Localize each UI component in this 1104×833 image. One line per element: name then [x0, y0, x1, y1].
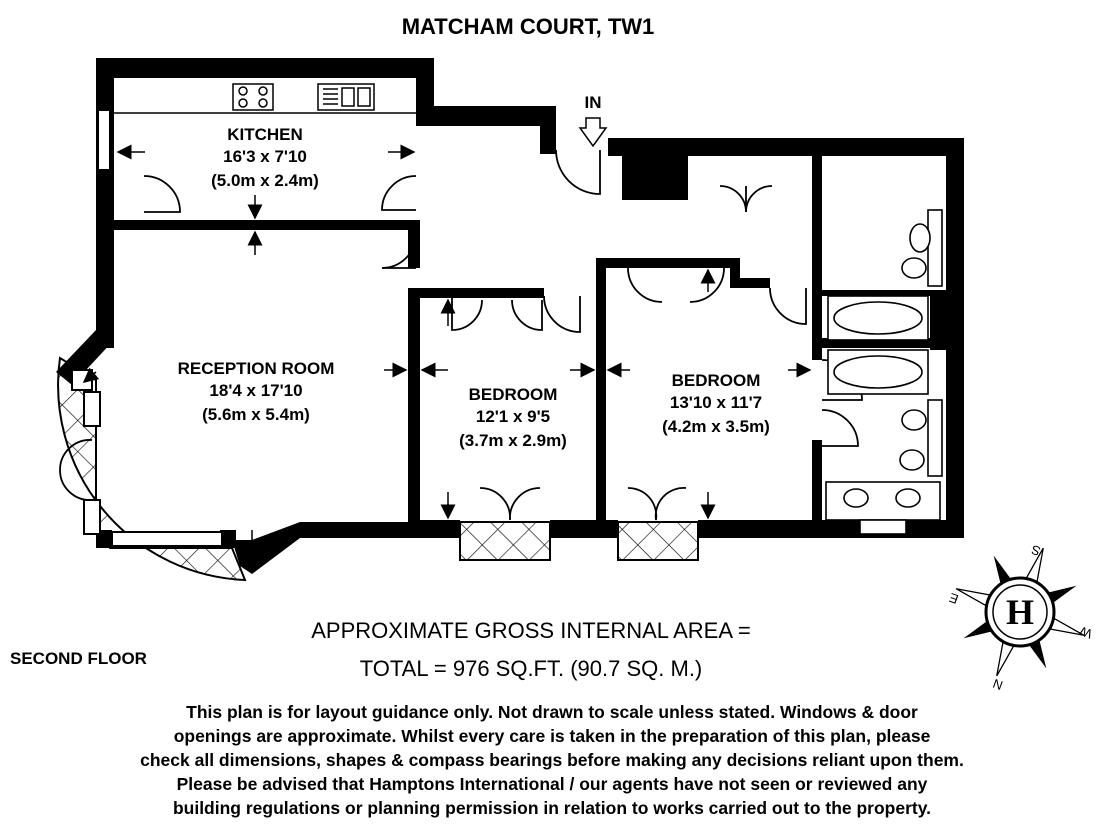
- inner-walls: [114, 150, 952, 522]
- room-dimensions-metric: (5.0m x 2.4m): [211, 171, 319, 190]
- disclaimer-line: This plan is for layout guidance only. N…: [186, 702, 918, 722]
- kitchen-window: [97, 109, 111, 171]
- disclaimer-line: openings are approximate. Whilst every c…: [173, 726, 931, 746]
- room-dimensions-imperial: 13'10 x 11'7: [670, 393, 762, 412]
- floor-label: SECOND FLOOR: [10, 649, 147, 668]
- bedroom1-balcony: [459, 521, 551, 561]
- disclaimer-line: building regulations or planning permiss…: [172, 798, 932, 818]
- bathroom-fixtures: [825, 209, 943, 535]
- plan-title: MATCHAM COURT, TW1: [402, 14, 655, 39]
- entrance-arrow: [578, 117, 608, 148]
- compass-e: E: [947, 590, 961, 607]
- room-dimensions-imperial: 18'4 x 17'10: [209, 381, 302, 400]
- bedroom2-balcony: [617, 521, 699, 561]
- area-line-1: APPROXIMATE GROSS INTERNAL AREA =: [311, 618, 751, 643]
- room-kitchen: KITCHEN 16'3 x 7'10 (5.0m x 2.4m): [211, 125, 319, 190]
- room-reception: RECEPTION ROOM 18'4 x 17'10 (5.6m x 5.4m…: [178, 359, 335, 424]
- compass-rose: H S N E W: [947, 542, 1094, 693]
- hamptons-logo: H: [1006, 592, 1034, 632]
- kitchen-worktop: [114, 83, 420, 114]
- area-line-2: TOTAL = 976 SQ.FT. (90.7 SQ. M.): [360, 656, 703, 681]
- room-dimensions-metric: (3.7m x 2.9m): [459, 431, 567, 450]
- outer-walls: [56, 58, 964, 574]
- room-name: KITCHEN: [227, 125, 303, 144]
- disclaimer: This plan is for layout guidance only. N…: [60, 700, 1044, 820]
- room-dimensions-metric: (4.2m x 3.5m): [662, 417, 770, 436]
- room-dimensions-metric: (5.6m x 5.4m): [202, 405, 310, 424]
- room-name: RECEPTION ROOM: [178, 359, 335, 378]
- room-name: BEDROOM: [672, 371, 761, 390]
- room-dimensions-imperial: 16'3 x 7'10: [223, 147, 307, 166]
- room-dimensions-imperial: 12'1 x 9'5: [476, 407, 550, 426]
- dimension-arrows: [82, 144, 812, 556]
- compass-w: W: [1077, 623, 1094, 642]
- disclaimer-line: check all dimensions, shapes & compass b…: [140, 750, 964, 770]
- disclaimer-line: Please be advised that Hamptons Internat…: [176, 774, 928, 794]
- room-bedroom-1: BEDROOM 12'1 x 9'5 (3.7m x 2.9m): [459, 385, 567, 450]
- room-bedroom-2: BEDROOM 13'10 x 11'7 (4.2m x 3.5m): [662, 371, 770, 436]
- reception-balcony: [57, 356, 247, 582]
- bay-windows: [71, 369, 223, 547]
- compass-n: N: [991, 676, 1005, 693]
- door-swings: [59, 149, 863, 521]
- entrance-label: IN: [585, 93, 602, 112]
- room-name: BEDROOM: [469, 385, 558, 404]
